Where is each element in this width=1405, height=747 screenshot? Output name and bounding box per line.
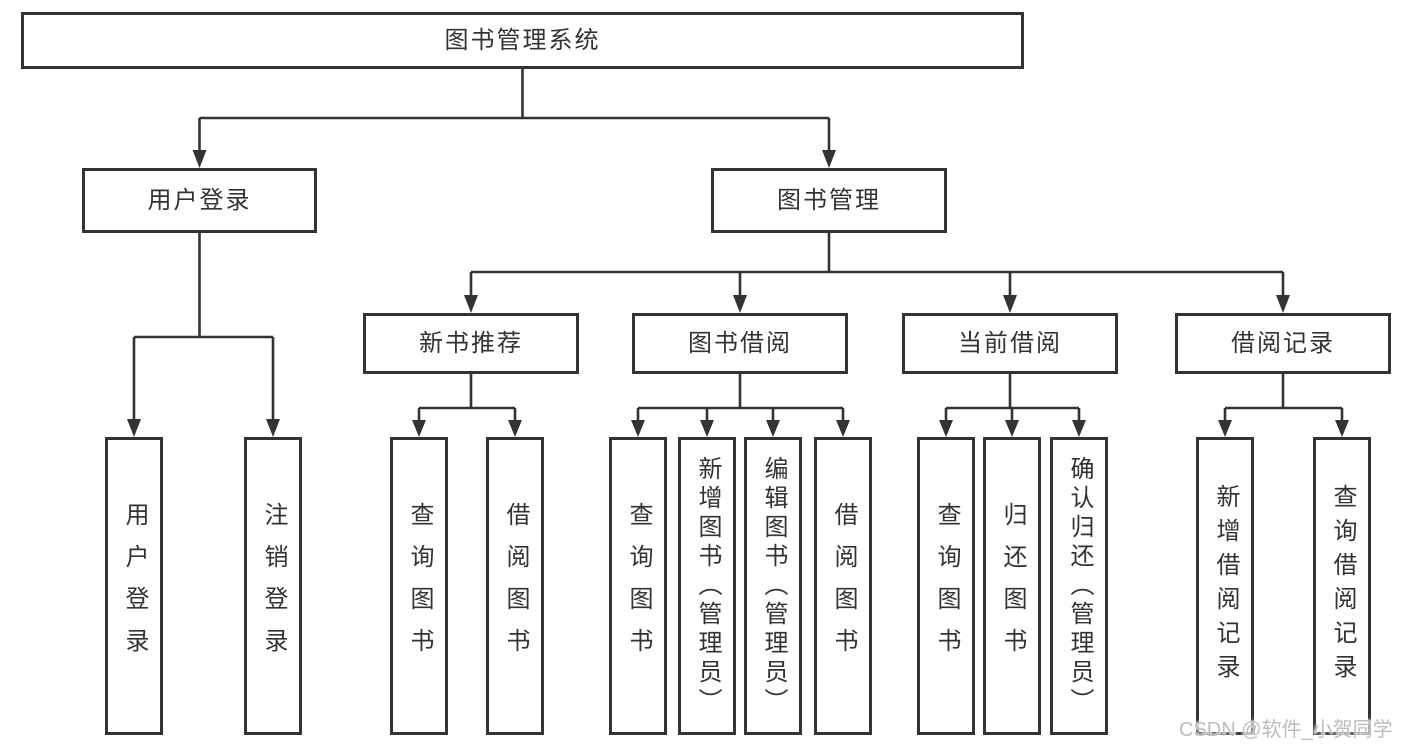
leaf-logout: 注销登录 <box>244 437 302 735</box>
leaf-confirm-return-admin-label: 确认归还（管理员） <box>1066 455 1093 717</box>
leaf-query-borrow-record: 查询借阅记录 <box>1313 437 1371 735</box>
leaf-query-books-1-label: 查询图书 <box>406 502 433 670</box>
node-new-book-recommend-label: 新书推荐 <box>419 329 523 357</box>
leaf-borrow-books-1-label: 借阅图书 <box>502 502 529 670</box>
node-new-book-recommend: 新书推荐 <box>363 313 579 374</box>
leaf-user-login-label: 用户登录 <box>121 502 148 670</box>
leaf-query-books-3: 查询图书 <box>917 437 975 735</box>
leaf-add-books-admin-label: 新增图书（管理员） <box>694 455 721 717</box>
node-borrow-records-label: 借阅记录 <box>1231 329 1335 357</box>
node-user-login: 用户登录 <box>82 168 317 233</box>
leaf-query-books-1: 查询图书 <box>390 437 448 735</box>
leaf-add-borrow-record-label: 新增借阅记录 <box>1212 484 1239 688</box>
leaf-query-borrow-record-label: 查询借阅记录 <box>1329 484 1356 688</box>
node-book-management-label: 图书管理 <box>777 186 881 214</box>
node-book-borrowing-label: 图书借阅 <box>688 329 792 357</box>
node-root-label: 图书管理系统 <box>444 26 601 54</box>
leaf-add-books-admin: 新增图书（管理员） <box>678 437 736 735</box>
leaf-query-books-2: 查询图书 <box>609 437 667 735</box>
leaf-logout-label: 注销登录 <box>260 502 287 670</box>
leaf-query-books-3-label: 查询图书 <box>933 502 960 670</box>
node-root: 图书管理系统 <box>21 12 1024 69</box>
leaf-borrow-books-2: 借阅图书 <box>814 437 872 735</box>
leaf-add-borrow-record: 新增借阅记录 <box>1196 437 1254 735</box>
leaf-edit-books-admin-label: 编辑图书（管理员） <box>760 455 787 717</box>
node-user-login-label: 用户登录 <box>147 186 252 214</box>
node-book-management: 图书管理 <box>711 168 947 233</box>
leaf-return-books-label: 归还图书 <box>999 502 1026 670</box>
csdn-watermark: CSDN @软件_小贺同学 <box>1179 719 1393 741</box>
leaf-confirm-return-admin: 确认归还（管理员） <box>1050 437 1108 735</box>
node-current-borrowing-label: 当前借阅 <box>958 329 1062 357</box>
leaf-borrow-books-2-label: 借阅图书 <box>830 502 857 670</box>
leaf-borrow-books-1: 借阅图书 <box>486 437 544 735</box>
node-borrow-records: 借阅记录 <box>1175 313 1391 374</box>
leaf-return-books: 归还图书 <box>983 437 1041 735</box>
node-current-borrowing: 当前借阅 <box>902 313 1118 374</box>
leaf-edit-books-admin: 编辑图书（管理员） <box>744 437 802 735</box>
arrowhead-icons <box>127 150 1349 437</box>
leaf-user-login: 用户登录 <box>105 437 163 735</box>
leaf-query-books-2-label: 查询图书 <box>625 502 652 670</box>
node-book-borrowing: 图书借阅 <box>632 313 848 374</box>
